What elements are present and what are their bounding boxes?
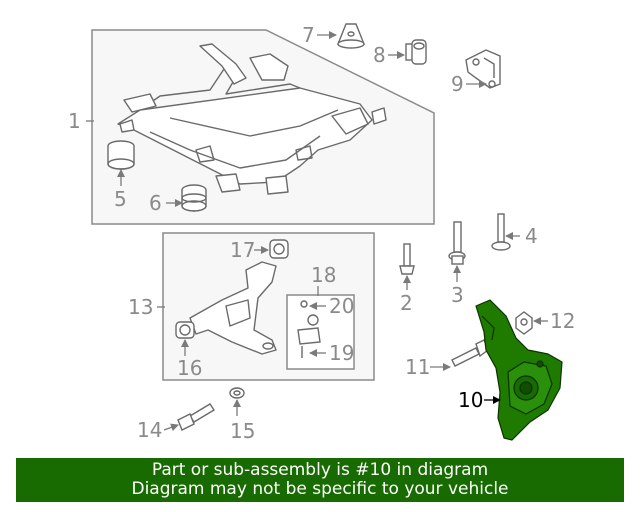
bushing-6-drawing [181, 184, 207, 212]
leader-lines [86, 31, 548, 432]
callout-label-7[interactable]: 7 [302, 23, 315, 47]
callout-label-4[interactable]: 4 [525, 224, 538, 248]
ball-joint-drawing [297, 300, 321, 358]
callout-label-16[interactable]: 16 [177, 356, 202, 380]
bolt-3-drawing [448, 221, 466, 265]
mount-7-drawing [336, 23, 366, 49]
arrow-icon [163, 423, 179, 432]
callout-labels: 1 5 6 7 8 9 2 3 4 12 11 10 13 14 15 16 1… [68, 23, 575, 443]
control-arm-drawing [189, 261, 277, 355]
callout-label-19[interactable]: 19 [329, 341, 354, 365]
nut-8-drawing [405, 39, 427, 65]
notice-banner: Part or sub-assembly is #10 in diagram D… [16, 458, 624, 502]
bolt-14-drawing [177, 403, 215, 431]
callout-label-10[interactable]: 10 [458, 388, 483, 412]
callout-label-11[interactable]: 11 [405, 355, 430, 379]
callout-label-13[interactable]: 13 [128, 295, 153, 319]
callout-label-17[interactable]: 17 [230, 238, 255, 262]
bushing-16-drawing [175, 321, 195, 339]
callout-label-14[interactable]: 14 [137, 418, 162, 442]
subframe-group [91, 29, 435, 225]
subframe-drawing [117, 43, 387, 195]
callout-label-12[interactable]: 12 [550, 309, 575, 333]
callout-label-8[interactable]: 8 [373, 43, 386, 67]
callout-label-18[interactable]: 18 [311, 263, 336, 287]
control-arm-group [162, 232, 375, 381]
callout-label-3[interactable]: 3 [451, 283, 464, 307]
callout-label-9[interactable]: 9 [451, 72, 464, 96]
callout-label-1[interactable]: 1 [68, 109, 81, 133]
washer-15-drawing [229, 387, 245, 399]
notice-line-1: Part or sub-assembly is #10 in diagram [151, 460, 489, 480]
notice-line-2: Diagram may not be specific to your vehi… [131, 479, 509, 499]
bushing-17-drawing [269, 239, 289, 259]
callout-label-20[interactable]: 20 [329, 294, 354, 318]
bushing-5-drawing [107, 140, 135, 170]
callout-label-5[interactable]: 5 [114, 187, 127, 211]
bolt-11-drawing [451, 339, 489, 367]
steering-knuckle-10-drawing [475, 299, 563, 441]
callout-label-2[interactable]: 2 [400, 291, 413, 315]
nut-12-drawing [515, 311, 533, 335]
callout-label-6[interactable]: 6 [149, 191, 162, 215]
bracket-9-drawing [465, 49, 501, 89]
bolt-2-drawing [399, 243, 415, 275]
bolt-4-drawing [491, 213, 511, 251]
callout-label-15[interactable]: 15 [230, 419, 255, 443]
